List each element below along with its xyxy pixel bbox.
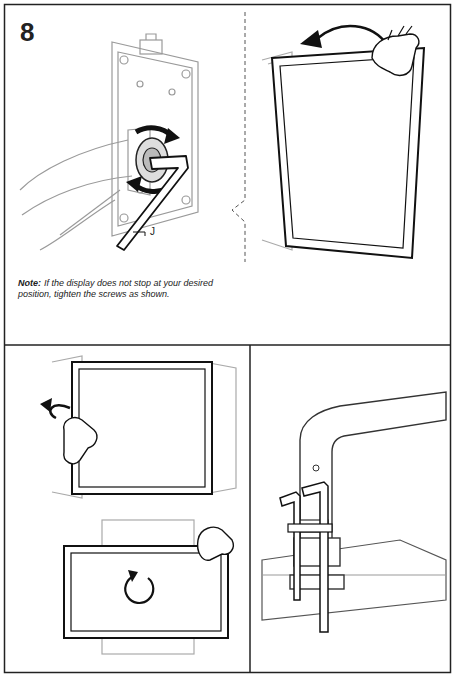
- note-heading: Note:: [18, 278, 41, 289]
- part-letter: J: [150, 226, 170, 239]
- note-text: If the display does not stop at your des…: [18, 278, 243, 301]
- step-number: 8: [20, 16, 80, 49]
